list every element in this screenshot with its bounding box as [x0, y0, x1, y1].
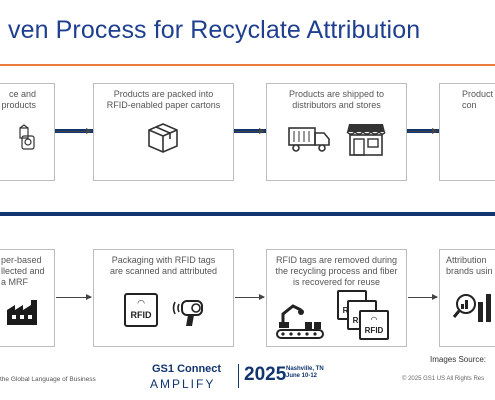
wifi-waves-icon: ◠	[137, 298, 145, 308]
rfid-tag-label: RFID	[130, 310, 152, 320]
arrow-3	[408, 128, 438, 134]
carton-phone-icon	[19, 124, 35, 150]
footer-tagline: the Global Language of Business	[0, 376, 96, 383]
footer-gs1-connect: GS1 Connect	[152, 363, 222, 375]
step-text-scanned: Packaging with RFID tags are scanned and…	[109, 255, 218, 276]
footer-event-location: Nashville, TN June 10-12	[286, 366, 324, 380]
footer-copyright: © 2025 GS1 US All Rights Res	[402, 376, 485, 382]
step-box-collected: per-based llected and a MRF	[0, 249, 55, 347]
page-title: ven Process for Recyclate Attribution	[8, 16, 421, 44]
step-text-consumer: Product con	[462, 89, 494, 110]
rfid-tag-label-3: RFID	[364, 326, 384, 335]
footer-images-source: Images Source:	[430, 355, 487, 364]
box-icon	[148, 123, 178, 153]
step-box-attribution: Attribution brands usin	[439, 249, 495, 347]
step-box-scanned: Packaging with RFID tags are scanned and…	[93, 249, 234, 347]
footer-amplify: AMPLIFY	[150, 377, 216, 391]
step-text-collected: per-based llected and a MRF	[1, 255, 45, 287]
step-box-source: ce and products	[0, 83, 55, 181]
rfid-tag-icon: ◠ RFID	[124, 293, 158, 327]
title-divider	[0, 64, 495, 66]
step-text-shipped: Products are shipped to distributors and…	[288, 89, 385, 110]
rfid-tag-icon-3: ◠ RFID	[359, 310, 389, 340]
step-text-packed: Products are packed into RFID-enabled pa…	[106, 89, 221, 110]
arrow-2	[235, 128, 265, 134]
footer-city: Nashville, TN	[286, 366, 324, 372]
footer-year: 2025	[244, 364, 287, 385]
chart-magnifier-icon	[452, 294, 491, 322]
step-box-shipped: Products are shipped to distributors and…	[266, 83, 407, 181]
arrow-1	[56, 128, 92, 134]
arrow-6	[408, 294, 438, 300]
arrow-5	[235, 294, 265, 300]
step-box-packed: Products are packed into RFID-enabled pa…	[93, 83, 234, 181]
truck-icon	[288, 127, 330, 152]
row2-connector-line	[0, 212, 495, 216]
step-box-recovered: RFID tags are removed during the recycli…	[266, 249, 407, 347]
step-text-recovered: RFID tags are removed during the recycli…	[275, 255, 398, 287]
conveyor-robot-icon	[276, 304, 324, 339]
step-text-attribution: Attribution brands usin	[446, 255, 493, 276]
footer-dates: June 10-12	[286, 373, 318, 379]
rfid-scanner-icon	[172, 300, 203, 326]
step-text-source: ce and products	[1, 89, 36, 110]
footer-divider	[238, 364, 239, 388]
factory-icon	[7, 300, 37, 325]
step-box-consumer: Product con	[439, 83, 495, 181]
arrow-4	[56, 294, 92, 300]
store-icon	[346, 124, 386, 156]
wifi-waves-icon-3: ◠	[370, 315, 378, 324]
